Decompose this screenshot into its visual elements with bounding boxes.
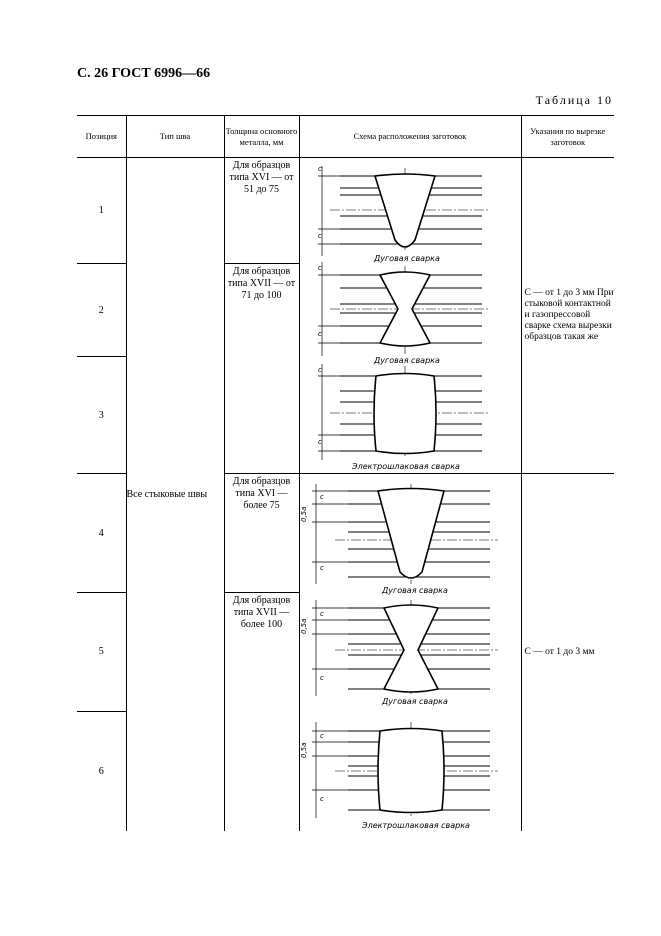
position-2: 2 — [77, 263, 126, 357]
position-4: 4 — [77, 473, 126, 593]
position-6: 6 — [77, 710, 126, 831]
thickness-3: Для образцов типа XVI — более 75 — [223, 473, 299, 593]
thickness-2: Для образцов типа XVII — от 71 до 100 — [223, 263, 299, 474]
col-scheme-header: Схема расположения заготовок — [298, 115, 521, 158]
position-1: 1 — [98, 205, 104, 216]
table-label: Таблица 10 — [535, 93, 613, 107]
position-5: 5 — [77, 592, 126, 711]
scheme-4 — [311, 484, 498, 584]
col-notes-header: Указания по вырезке заготовок — [520, 115, 614, 158]
dim-c-1: c — [318, 165, 322, 173]
scheme-6 — [311, 722, 498, 818]
scheme-2 — [317, 262, 490, 356]
dim-c-9: c — [320, 610, 324, 618]
weld-type-text: Все стыковые швы — [126, 489, 208, 500]
col-position-header: Позиция — [77, 115, 126, 158]
scheme-drawing-4-6: Дуговая сварка Дуговая сварка Электрошла… — [300, 484, 498, 830]
page-header: С. 26 ГОСТ 6996—66 — [77, 66, 211, 81]
dim-half-a-3: 0,5a — [300, 743, 308, 758]
caption-arc-4: Дуговая сварка — [381, 697, 448, 706]
dim-c-12: c — [320, 795, 324, 803]
dim-c-10: c — [320, 674, 324, 682]
dim-c-6: c — [318, 438, 322, 446]
notes-1: С — от 1 до 3 мм При стыковой контактной… — [520, 157, 614, 474]
dim-half-a-2: 0,5a — [300, 619, 308, 634]
caption-electroslag-1: Электрошлаковая сварка — [351, 462, 460, 471]
dim-c-7: c — [320, 493, 324, 501]
caption-electroslag-2: Электрошлаковая сварка — [361, 821, 470, 830]
scheme-group-1: Дуговая сварка Дуговая сварка Электрошла… — [298, 157, 521, 474]
thickness-4: Для образцов типа XVII — более 100 — [223, 592, 299, 831]
thickness-1: Для образцов типа XVI — от 51 до 75 — [223, 157, 299, 264]
dim-c-3: c — [318, 264, 322, 272]
dim-c-4: c — [318, 330, 322, 338]
caption-arc-3: Дуговая сварка — [381, 586, 448, 595]
table-10: Позиция Тип шва Толщина основного металл… — [77, 115, 614, 831]
notes-2: С — от 1 до 3 мм — [520, 473, 614, 831]
scheme-group-2: Дуговая сварка Дуговая сварка Электрошла… — [298, 473, 521, 831]
col-weld-type-header: Тип шва — [125, 115, 224, 158]
col-thickness-header: Толщина основного металла, мм — [223, 115, 299, 158]
scheme-1 — [317, 166, 490, 256]
scheme-drawing-1-3: Дуговая сварка Дуговая сварка Электрошла… — [317, 165, 490, 471]
caption-arc-2: Дуговая сварка — [373, 356, 440, 365]
dim-c-11: c — [320, 732, 324, 740]
dim-c-2: c — [318, 232, 322, 240]
scheme-3 — [317, 364, 490, 460]
dim-c-5: c — [318, 366, 322, 374]
dim-half-a-1: 0,5a — [300, 507, 308, 522]
scheme-5 — [311, 600, 498, 696]
caption-arc-1: Дуговая сварка — [373, 254, 440, 263]
position-3: 3 — [77, 356, 126, 474]
weld-type-cell: Все стыковые швы — [125, 157, 224, 831]
dim-c-8: c — [320, 564, 324, 572]
